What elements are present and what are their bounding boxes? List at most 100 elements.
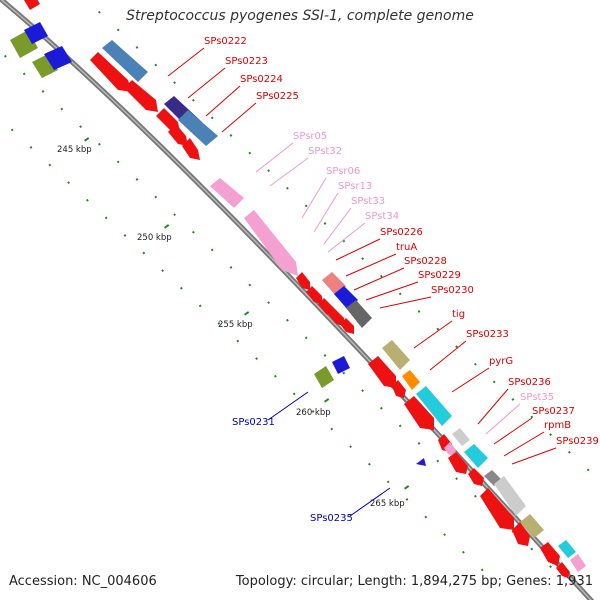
gene-arrow-khaki: [520, 514, 544, 538]
position-tick: [368, 462, 371, 466]
gene-arrow-blue: [44, 46, 72, 70]
position-tick: [255, 357, 258, 361]
gene-arrow-red: [306, 286, 322, 304]
leader-line: [485, 403, 521, 435]
kbp-label: 245 kbp: [57, 145, 92, 155]
position-tick: [304, 336, 308, 340]
gene-label[interactable]: truA: [396, 242, 417, 253]
gene-label[interactable]: SPs0224: [240, 74, 283, 85]
gene-arrow-steelblue: [102, 40, 148, 82]
position-tick: [405, 498, 409, 501]
position-tick: [349, 445, 352, 449]
gene-label[interactable]: SPs0222: [204, 36, 247, 47]
gene-label[interactable]: pyrG: [489, 356, 513, 367]
leader-line: [267, 391, 309, 421]
position-tick: [530, 547, 534, 551]
position-tick: [398, 424, 402, 428]
gene-arrow-red: [512, 522, 530, 546]
gene-arrow-cyan: [416, 386, 452, 426]
gene-arrow-blue: [332, 356, 350, 374]
position-tick: [173, 213, 176, 217]
gene-arrow-olive: [314, 366, 334, 388]
leader-line: [301, 177, 327, 219]
position-tick: [267, 301, 270, 305]
position-tick: [210, 248, 214, 252]
gene-labels: SPs0222SPs0223SPs0224SPs0225SPsr05SPst32…: [204, 36, 599, 524]
gene-label[interactable]: SPs0237: [532, 406, 575, 417]
position-tick: [424, 515, 428, 519]
position-tick: [116, 160, 120, 164]
position-tick: [236, 339, 240, 343]
accession-text: Accession: NC_004606: [9, 574, 157, 589]
gene-label[interactable]: SPs0228: [404, 256, 447, 267]
leader-line: [255, 142, 294, 173]
position-tick: [135, 46, 139, 49]
position-tick: [361, 389, 364, 393]
gene-label[interactable]: SPs0235: [310, 513, 353, 524]
gene-arrow-red: [392, 380, 406, 398]
position-tick: [455, 345, 458, 349]
gene-label[interactable]: SPs0226: [380, 227, 423, 238]
gene-arrow-red: [340, 318, 354, 334]
position-tick: [386, 480, 390, 484]
position-tick: [443, 533, 446, 537]
gene-arrow-red: [328, 308, 344, 326]
gene-label[interactable]: SPsr13: [338, 181, 372, 192]
gene-arrow-pink: [210, 178, 244, 208]
position-tick: [10, 128, 14, 132]
gene-label[interactable]: SPs0225: [256, 91, 299, 102]
gene-arrow-red: [318, 298, 334, 316]
gene-label[interactable]: SPs0239: [556, 436, 599, 447]
gene-label[interactable]: SPs0236: [508, 377, 551, 388]
gene-arrow-red: [556, 562, 570, 578]
position-tick: [436, 459, 440, 463]
gene-label[interactable]: SPs0229: [418, 270, 461, 281]
gene-arrow-red: [480, 488, 514, 530]
gene-label[interactable]: rpmB: [544, 420, 571, 431]
position-tick: [380, 274, 383, 278]
gene-label[interactable]: SPs0233: [466, 329, 509, 340]
gene-arrow-red: [468, 468, 484, 486]
kbp-label: 260 kbp: [296, 408, 331, 418]
gene-label[interactable]: SPs0230: [431, 285, 474, 296]
position-tick: [286, 318, 289, 322]
gene-label[interactable]: SPst32: [308, 146, 342, 157]
leader-line: [221, 102, 257, 133]
gene-arrow-blue: [416, 458, 426, 466]
position-tick: [530, 415, 534, 419]
gene-arrow-pink: [570, 554, 586, 572]
gene-label[interactable]: SPst34: [365, 211, 399, 222]
position-tick: [154, 63, 158, 67]
position-tick: [436, 327, 440, 331]
kbp-label: 265 kbp: [370, 499, 405, 509]
gene-label[interactable]: SPst35: [520, 392, 554, 403]
gene-arrow-orange: [402, 370, 420, 390]
gene-label[interactable]: SPst33: [351, 196, 385, 207]
gene-label[interactable]: SPs0223: [225, 56, 268, 67]
gene-arrow-red: [24, 0, 40, 10]
gene-cluster-mid: [314, 356, 426, 466]
gene-track-lower: [90, 52, 570, 578]
position-tick: [79, 125, 82, 129]
gene-arrow-cyan: [464, 444, 488, 468]
gene-label[interactable]: SPs0231: [232, 417, 275, 428]
position-tick: [22, 72, 26, 76]
position-tick: [41, 90, 45, 93]
gene-label[interactable]: tig: [452, 309, 465, 320]
position-tick: [83, 137, 90, 142]
position-tick: [311, 410, 315, 413]
gene-label[interactable]: SPsr06: [326, 166, 360, 177]
leader-line: [503, 431, 545, 457]
position-tick: [210, 116, 214, 120]
position-tick: [292, 392, 296, 396]
gene-track-upper: [102, 40, 586, 572]
position-tick: [67, 181, 70, 185]
position-tick: [229, 266, 233, 269]
gene-arrow-gray: [346, 300, 372, 328]
map-title: Streptococcus pyogenes SSI-1, complete g…: [126, 8, 474, 24]
leader-line: [187, 67, 226, 99]
gene-label[interactable]: SPsr05: [293, 131, 327, 142]
gene-arrow-steelblue: [178, 110, 218, 146]
